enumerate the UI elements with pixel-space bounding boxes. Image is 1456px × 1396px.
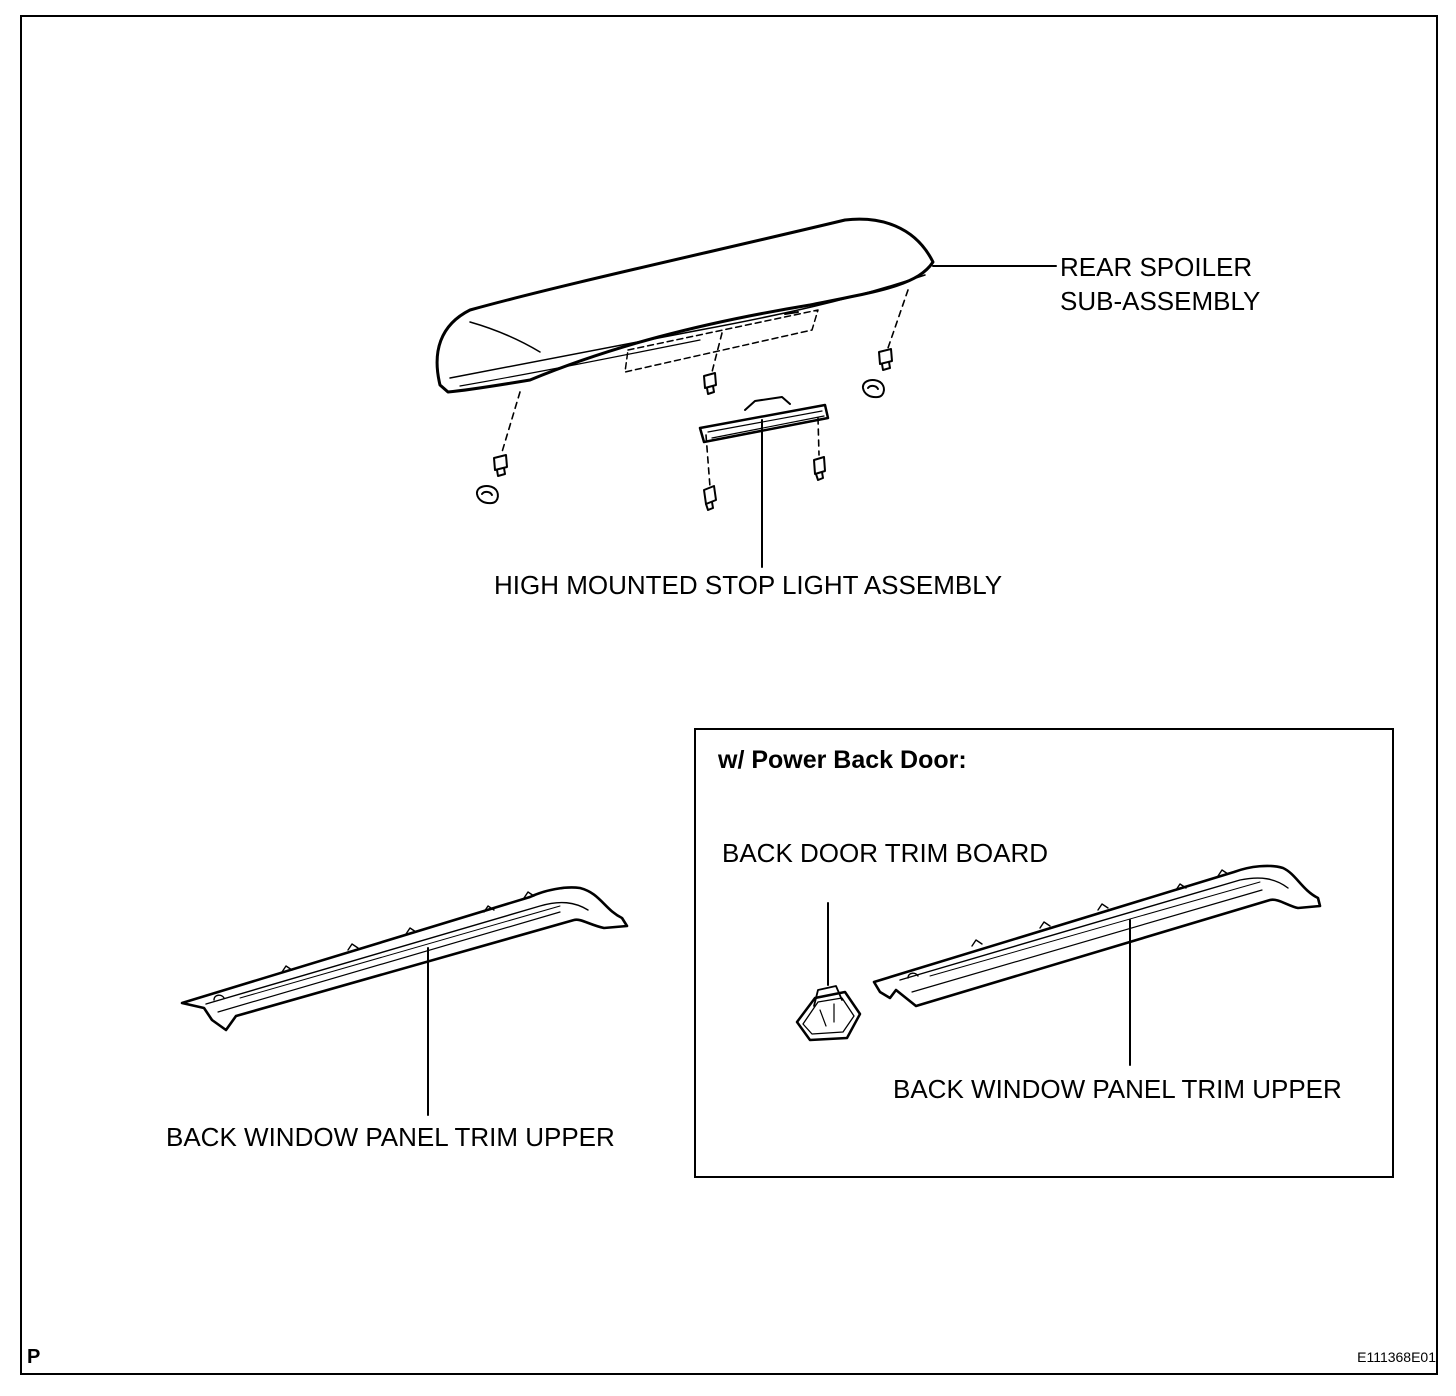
bolt-icon <box>493 454 508 477</box>
bolt-icon <box>813 456 826 481</box>
stop-light-pocket-outline <box>624 309 819 373</box>
bolt-icon <box>878 348 893 371</box>
back-window-panel-trim-upper-right <box>872 864 1322 1008</box>
rear-spoiler-label-line2: SUB-ASSEMBLY <box>1060 286 1261 316</box>
installation-guide-lines <box>501 289 909 488</box>
rear-spoiler-label-line1: REAR SPOILER <box>1060 252 1253 282</box>
clip-icon <box>475 485 499 505</box>
trim-upper-right-label: BACK WINDOW PANEL TRIM UPPER <box>893 1074 1342 1104</box>
power-back-door-inset <box>694 728 1394 1178</box>
back-window-panel-trim-upper-left <box>180 886 629 1032</box>
high-mounted-stop-light <box>698 396 830 444</box>
rear-spoiler-sub-assembly <box>435 217 935 394</box>
bolt-icon <box>703 372 717 395</box>
trim-upper-left-label: BACK WINDOW PANEL TRIM UPPER <box>166 1122 615 1152</box>
corner-code-left: P <box>27 1346 41 1368</box>
stop-light-label: HIGH MOUNTED STOP LIGHT ASSEMBLY <box>494 570 1003 600</box>
back-door-trim-label: BACK DOOR TRIM BOARD <box>722 838 1049 868</box>
clip-icon <box>861 379 885 399</box>
figure-id: E111368E01 <box>1357 1349 1436 1365</box>
back-door-trim-board <box>795 985 862 1042</box>
diagram-frame <box>20 15 1438 1375</box>
inset-title: w/ Power Back Door: <box>718 746 967 774</box>
bolt-icon <box>703 485 717 511</box>
